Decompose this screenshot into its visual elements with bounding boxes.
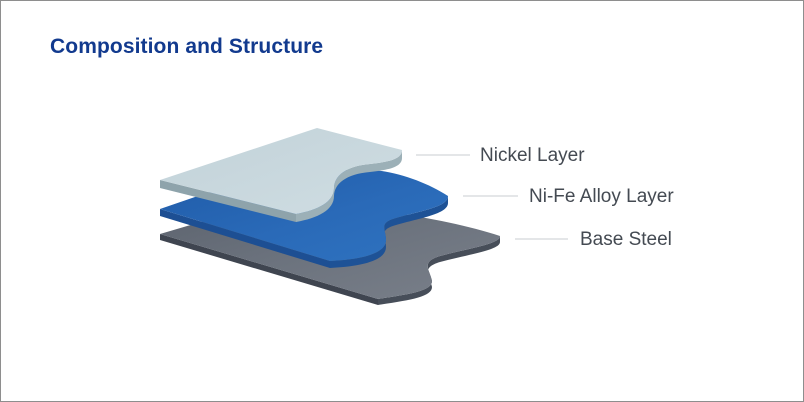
nickel-layer: [160, 128, 402, 222]
nickel-layer-label: Nickel Layer: [480, 145, 585, 166]
steel-layer-label: Base Steel: [580, 229, 672, 250]
alloy-layer-label: Ni-Fe Alloy Layer: [529, 186, 674, 207]
page-title: Composition and Structure: [50, 35, 324, 58]
